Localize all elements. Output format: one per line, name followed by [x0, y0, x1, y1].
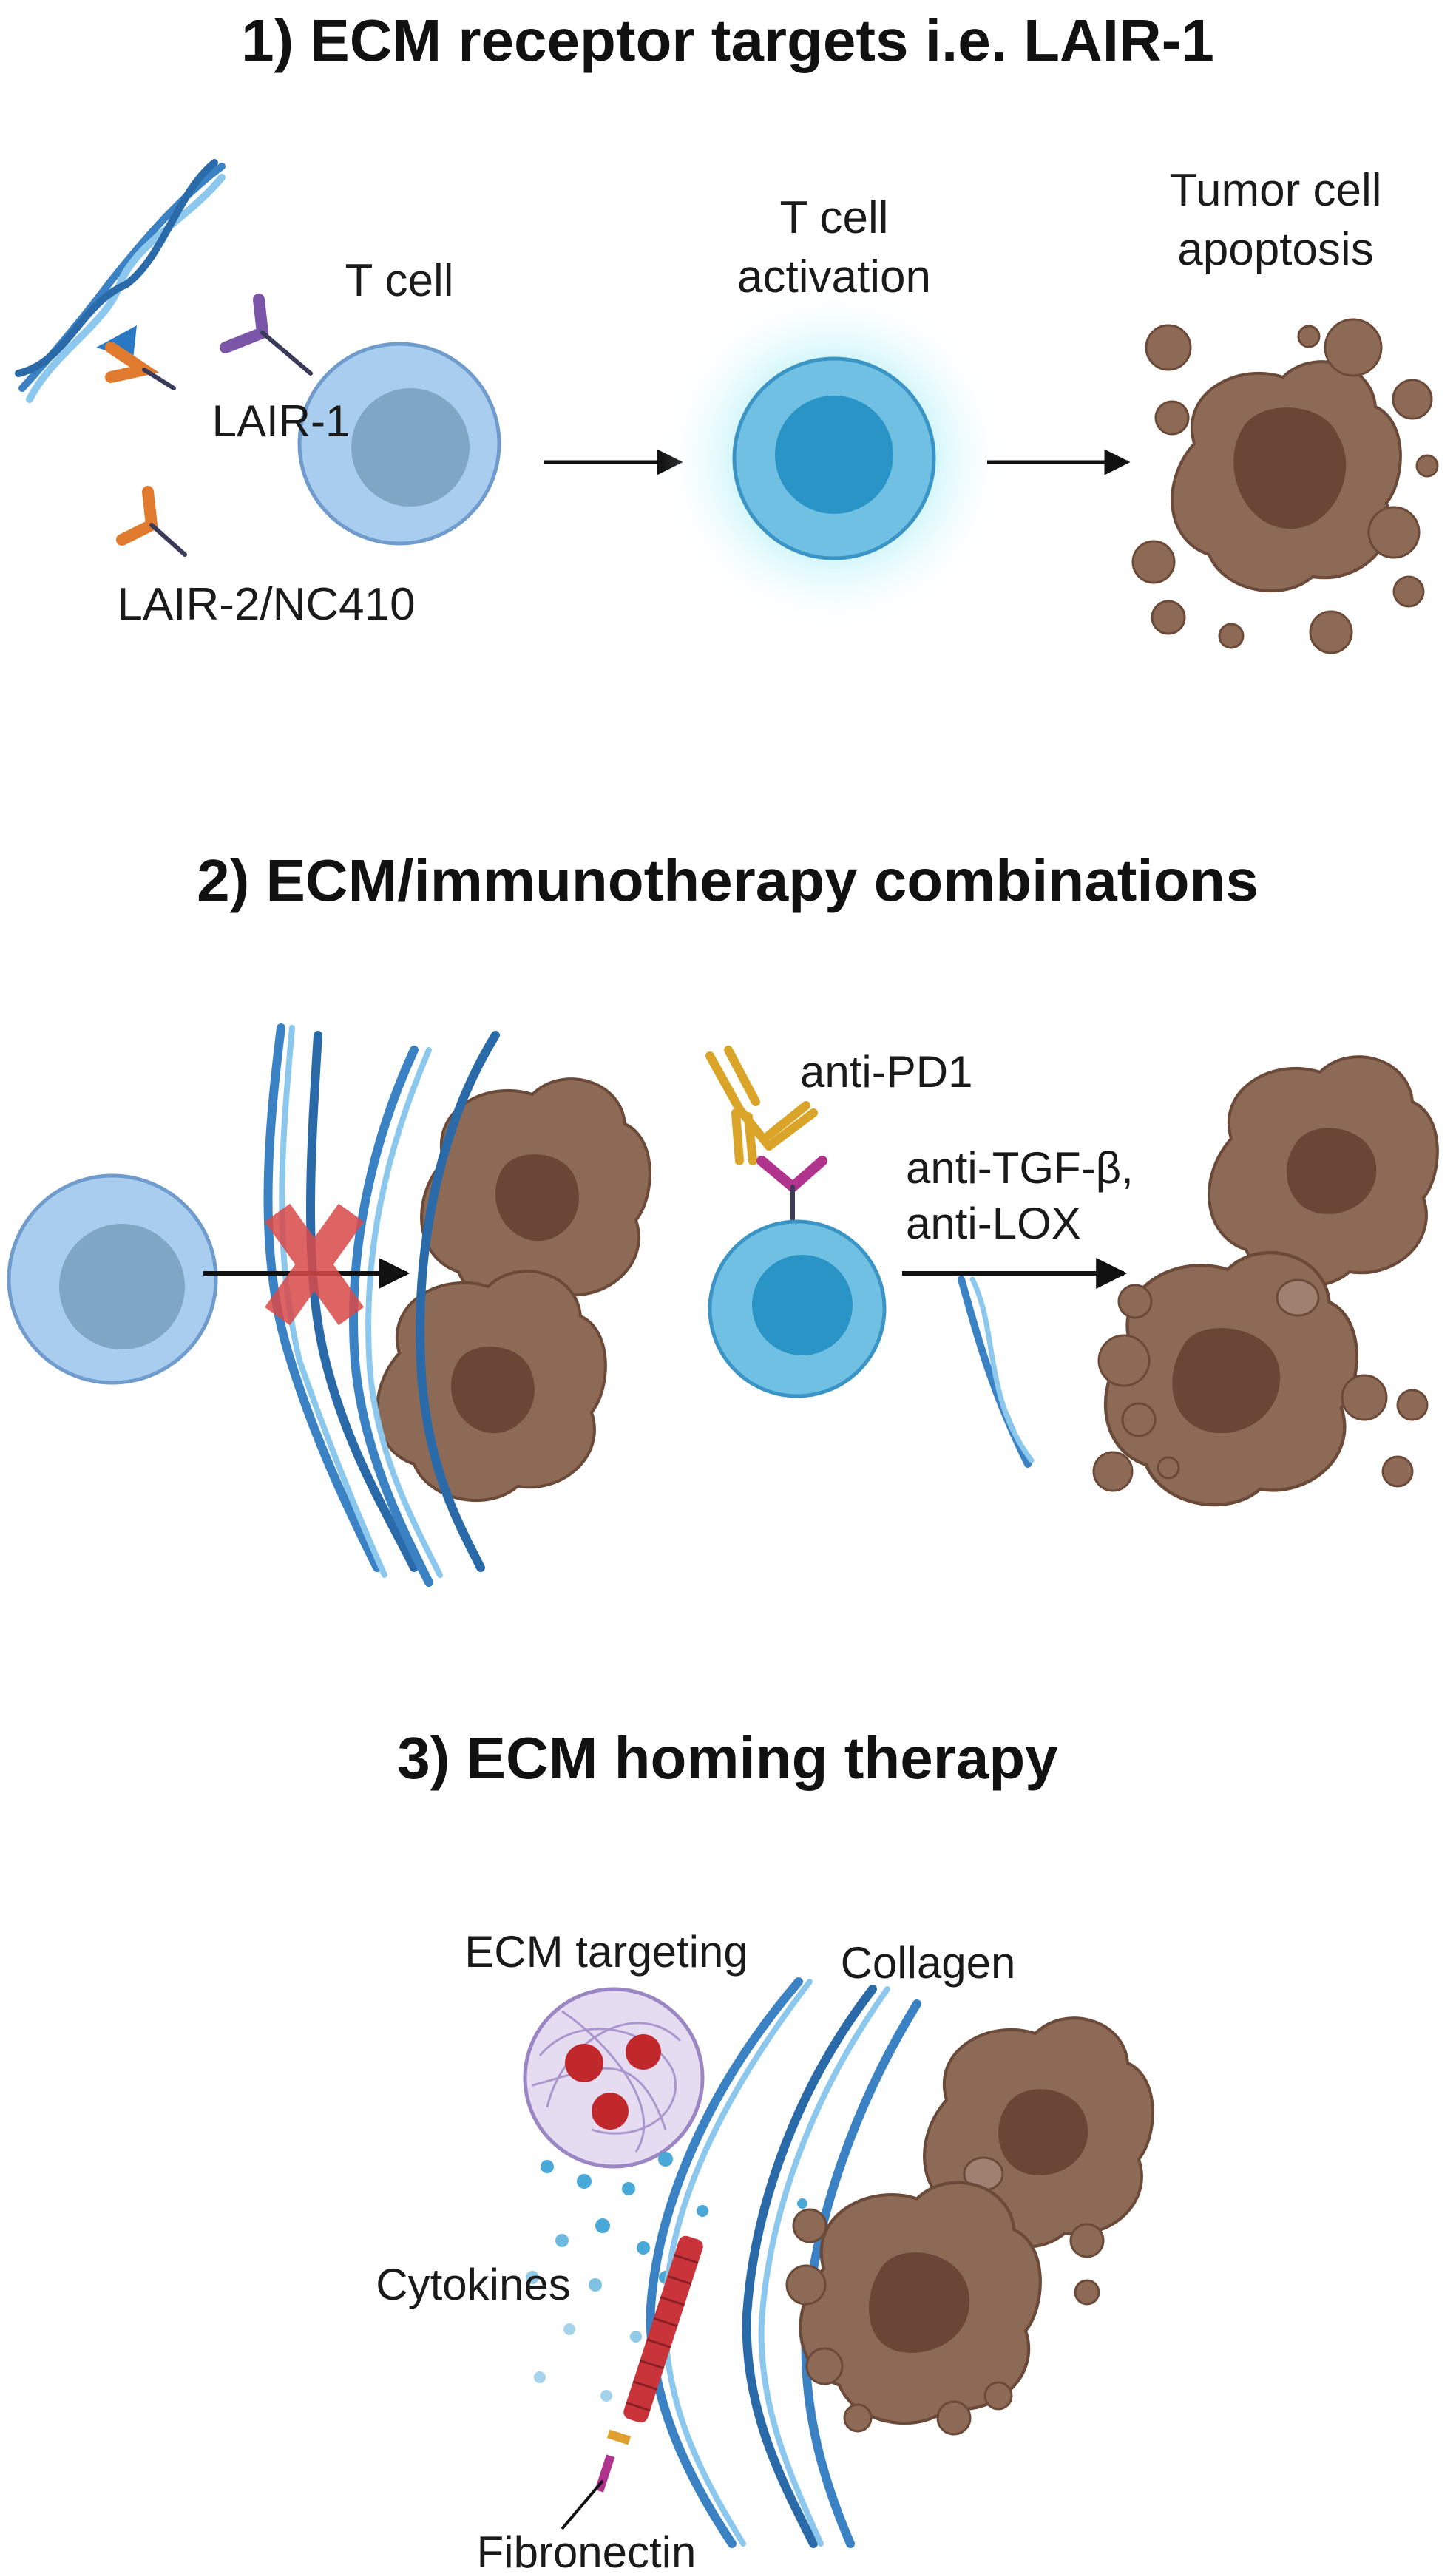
panel-2-title: 2) ECM/immunotherapy combinations	[197, 847, 1259, 913]
blocked-x-icon	[264, 1203, 365, 1326]
ecm-targeting-label: ECM targeting	[464, 1927, 748, 1977]
panel-3: 3) ECM homing therapy ECM targeting Coll…	[376, 1725, 1154, 2574]
anti-pd1-label: anti-PD1	[800, 1047, 972, 1097]
collagen-fiber-icon	[958, 1276, 1035, 1468]
t-cell-label: T cell	[345, 255, 453, 306]
apoptosis-label-line1: Tumor cell	[1169, 165, 1381, 216]
activation-label-line2: activation	[737, 251, 931, 302]
apoptosis-label-line2: apoptosis	[1177, 224, 1373, 275]
lair2-label: LAIR-2/NC410	[117, 579, 415, 630]
anti-lox-label: anti-LOX	[906, 1199, 1081, 1248]
cytokines-label: Cytokines	[376, 2260, 570, 2309]
cytokines-icon	[526, 2152, 834, 2402]
tumor-cell-icon	[420, 1077, 651, 1310]
blocked-t-cell-icon	[7, 1173, 218, 1385]
pd1-receptor-icon	[756, 1156, 827, 1230]
fibronectin-label: Fibronectin	[477, 2527, 697, 2574]
panel-3-title: 3) ECM homing therapy	[397, 1725, 1058, 1791]
t-cell-icon	[708, 1219, 887, 1398]
panel-1: 1) ECM receptor targets i.e. LAIR-1 T ce…	[15, 7, 1439, 654]
tumor-cell-icon	[923, 2016, 1154, 2249]
tumor-cell-icon	[785, 2183, 1105, 2436]
panel-2: 2) ECM/immunotherapy combinations	[7, 847, 1439, 1587]
apoptotic-tumor-cell-icon	[1131, 318, 1439, 654]
lair2-nc410-icon	[116, 486, 187, 557]
collagen-fiber-icon	[15, 159, 226, 403]
panel-1-title: 1) ECM receptor targets i.e. LAIR-1	[241, 7, 1214, 73]
lair1-label: LAIR-1	[212, 396, 351, 446]
tumor-cell-icon	[376, 1270, 607, 1503]
activation-label-line1: T cell	[779, 192, 888, 243]
collagen-label: Collagen	[841, 1938, 1016, 1988]
fibronectin-icon	[595, 2235, 703, 2493]
anti-pd1-antibody-icon	[705, 1046, 818, 1165]
activated-t-cell-icon	[660, 285, 1008, 632]
t-cell-icon	[297, 342, 501, 546]
lair1-receptor-icon	[220, 294, 313, 376]
apoptotic-tumor-cell-icon	[1092, 1055, 1439, 1505]
collagen-barrier-icon	[263, 1023, 500, 1587]
lair2-receptor-icon	[105, 342, 176, 390]
anti-tgf-label: anti-TGF-β,	[906, 1143, 1134, 1193]
fibronectin-pointer	[561, 2479, 604, 2530]
ecm-targeting-nanoparticle-icon	[523, 1987, 705, 2169]
